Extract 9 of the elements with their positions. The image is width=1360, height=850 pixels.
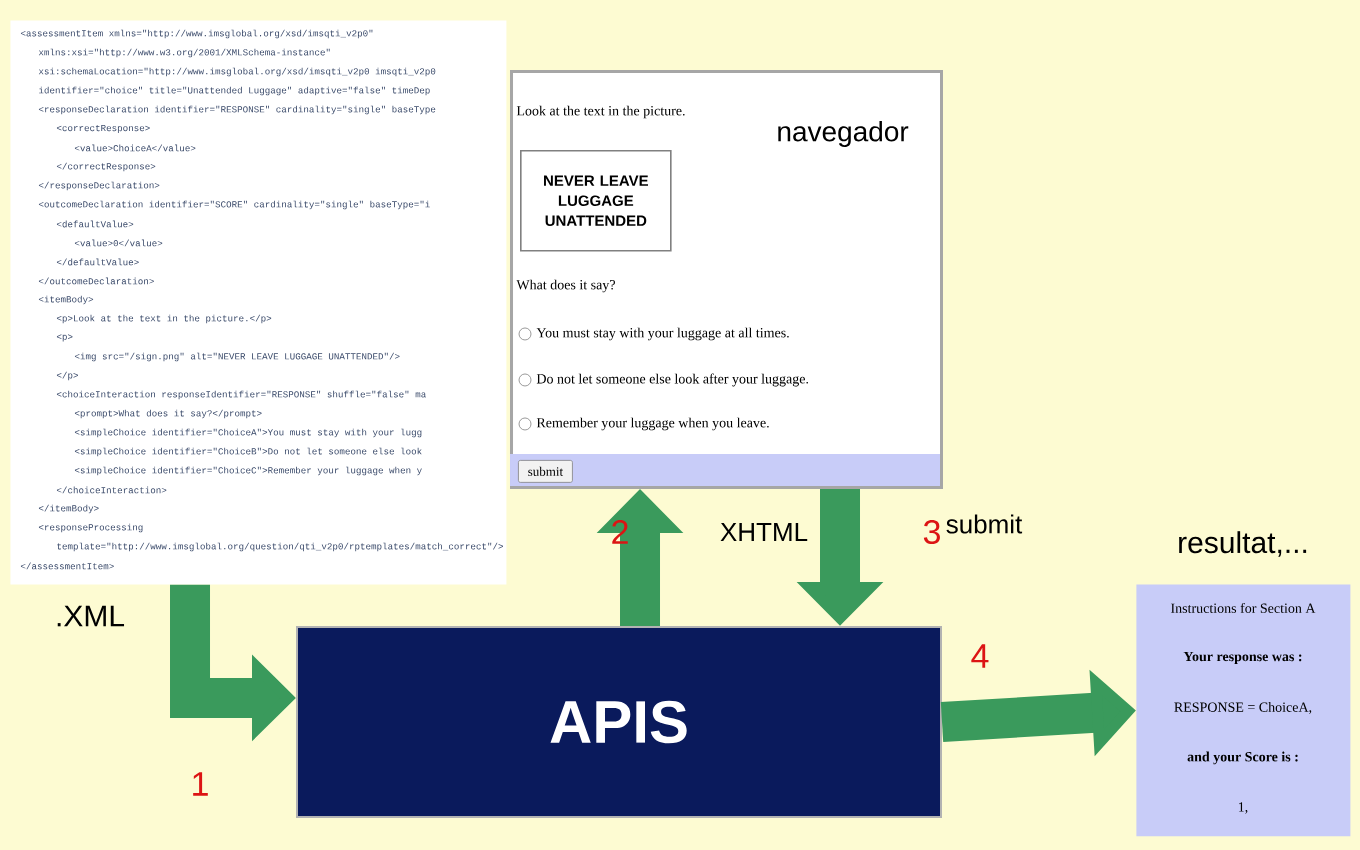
edge-label: .XML [53,603,128,629]
process-box: APIS [296,625,942,818]
edge-label: submit [943,512,1025,536]
step-number: 1 [193,772,208,796]
edge-label: XHTML [717,521,811,543]
step-number: 3 [923,519,940,544]
window-label: navegador [778,120,909,147]
panel-heading: resultat,... [1179,531,1307,557]
step-number: 2 [612,520,628,544]
